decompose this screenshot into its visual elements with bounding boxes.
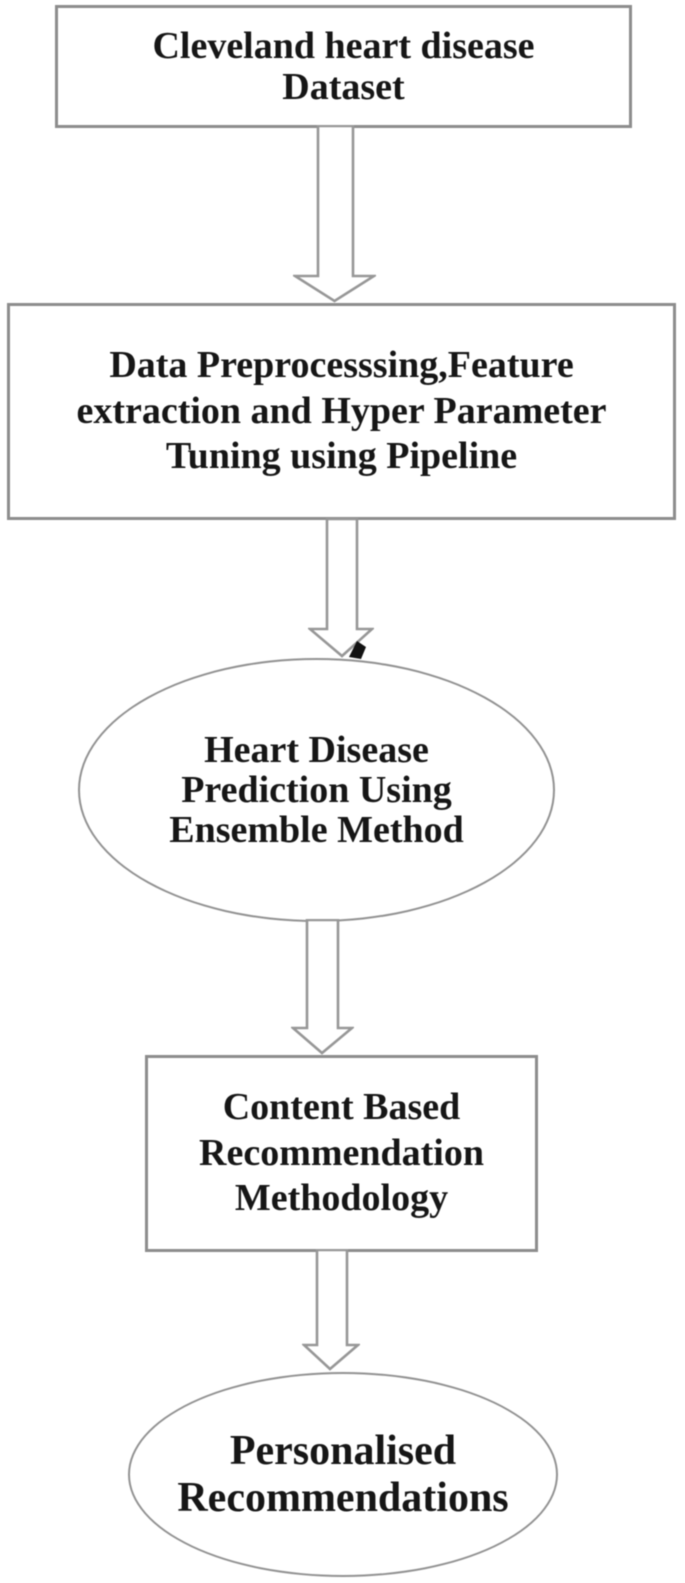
node-preprocessing-pipeline: Data Preprocesssing,Feature extraction a… <box>7 303 676 520</box>
flow-arrow-preprocessing-to-prediction <box>308 518 374 659</box>
node-ensemble-prediction-line2: Prediction Using <box>181 768 452 811</box>
node-cleveland-dataset: Cleveland heart disease Dataset <box>55 5 632 128</box>
node-ensemble-prediction-line1: Heart Disease <box>204 728 429 771</box>
node-personalised-line2: Recommendations <box>177 1474 509 1521</box>
arrow-tip-ink-mark <box>349 641 366 659</box>
node-ensemble-prediction: Heart Disease Prediction Using Ensemble … <box>78 658 555 922</box>
node-preprocessing-line2: extraction and Hyper Parameter <box>76 389 607 432</box>
flow-arrow-prediction-to-recommendation <box>291 919 354 1055</box>
node-ensemble-prediction-line3: Ensemble Method <box>169 809 464 852</box>
node-personalised-line1: Personalised <box>229 1428 457 1475</box>
node-content-based-line2: Recommendation <box>199 1131 484 1174</box>
node-preprocessing-line3: Tuning using Pipeline <box>165 435 518 478</box>
node-content-based-line1: Content Based <box>222 1086 461 1129</box>
node-personalised-recommendations: Personalised Recommendations <box>128 1372 558 1577</box>
node-cleveland-dataset-line2: Dataset <box>282 65 405 108</box>
node-content-based-line3: Methodology <box>234 1177 449 1220</box>
flow-arrow-recommendation-to-output <box>302 1249 360 1371</box>
flow-arrow-dataset-to-preprocessing <box>293 125 376 303</box>
node-cleveland-dataset-line1: Cleveland heart disease <box>152 25 535 68</box>
node-content-based-recommendation: Content Based Recommendation Methodology <box>145 1055 538 1252</box>
node-preprocessing-line1: Data Preprocesssing,Feature <box>109 344 574 387</box>
